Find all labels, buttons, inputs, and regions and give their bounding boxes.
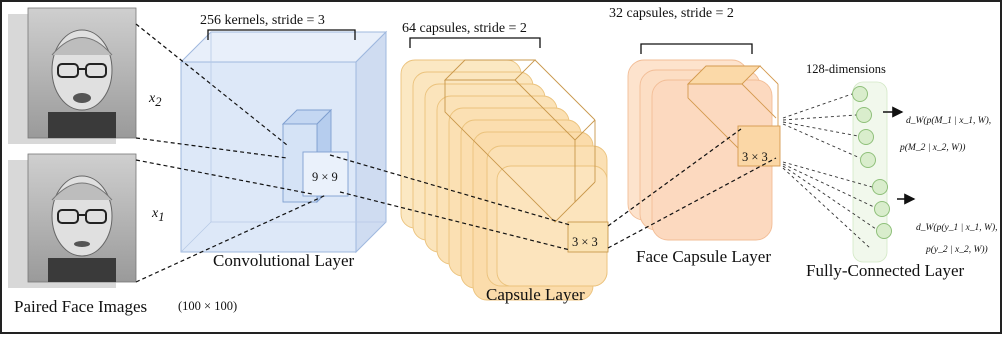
fc-node: [856, 107, 872, 123]
fc-nodes: [852, 86, 892, 239]
face-capsule-layer-label: Face Capsule Layer: [636, 247, 771, 266]
fc-node: [872, 179, 888, 195]
face-kernel-cube: [686, 65, 781, 167]
fc-dimensions-label: 128-dimensions: [806, 62, 886, 76]
input-layer-label: Paired Face Images: [14, 297, 147, 316]
face-image-x1: [8, 153, 137, 288]
metric-bottom-line1: d_W(p(y_1 | x_1, W),: [916, 222, 998, 233]
x1-label: x1: [151, 206, 164, 224]
capsule-kernel-size-label: 3 × 3: [572, 235, 598, 249]
face-image-x2: [8, 7, 137, 144]
capsule-kernel-cube: [443, 59, 609, 253]
fc-layer-label: Fully-Connected Layer: [806, 261, 964, 280]
conv-layer-box: [179, 30, 388, 254]
capsule-brace: [409, 37, 541, 48]
fc-backdrop: [852, 81, 888, 263]
fc-node: [874, 201, 890, 217]
conv-kernel-cube: [281, 108, 349, 204]
x2-label: x2: [148, 91, 161, 109]
conv-kernels-label: 256 kernels, stride = 3: [200, 13, 325, 28]
face-kernel-size-label: 3 × 3: [742, 150, 768, 164]
input-size-label: (100 × 100): [178, 299, 237, 313]
connection-lines: [135, 23, 877, 283]
face-capsule-kernels-label: 32 capsules, stride = 2: [609, 6, 734, 21]
fc-node: [860, 152, 876, 168]
capsule-layer-label: Capsule Layer: [486, 285, 585, 304]
conv-brace: [207, 29, 356, 40]
capsule-kernels-label: 64 capsules, stride = 2: [402, 21, 527, 36]
metric-top-line2: p(M_2 | x_2, W)): [899, 142, 965, 153]
metric-bottom-line2: p(y_2 | x_2, W)): [925, 244, 988, 255]
face-capsule-brace: [640, 43, 753, 54]
fc-node: [876, 223, 892, 239]
fc-node: [858, 129, 874, 145]
conv-kernel-size-label: 9 × 9: [312, 170, 338, 184]
metric-top-line1: d_W(p(M_1 | x_1, W),: [906, 115, 991, 126]
face-capsule-stack: [627, 59, 773, 241]
fc-node: [852, 86, 868, 102]
conv-layer-label: Convolutional Layer: [213, 251, 355, 270]
